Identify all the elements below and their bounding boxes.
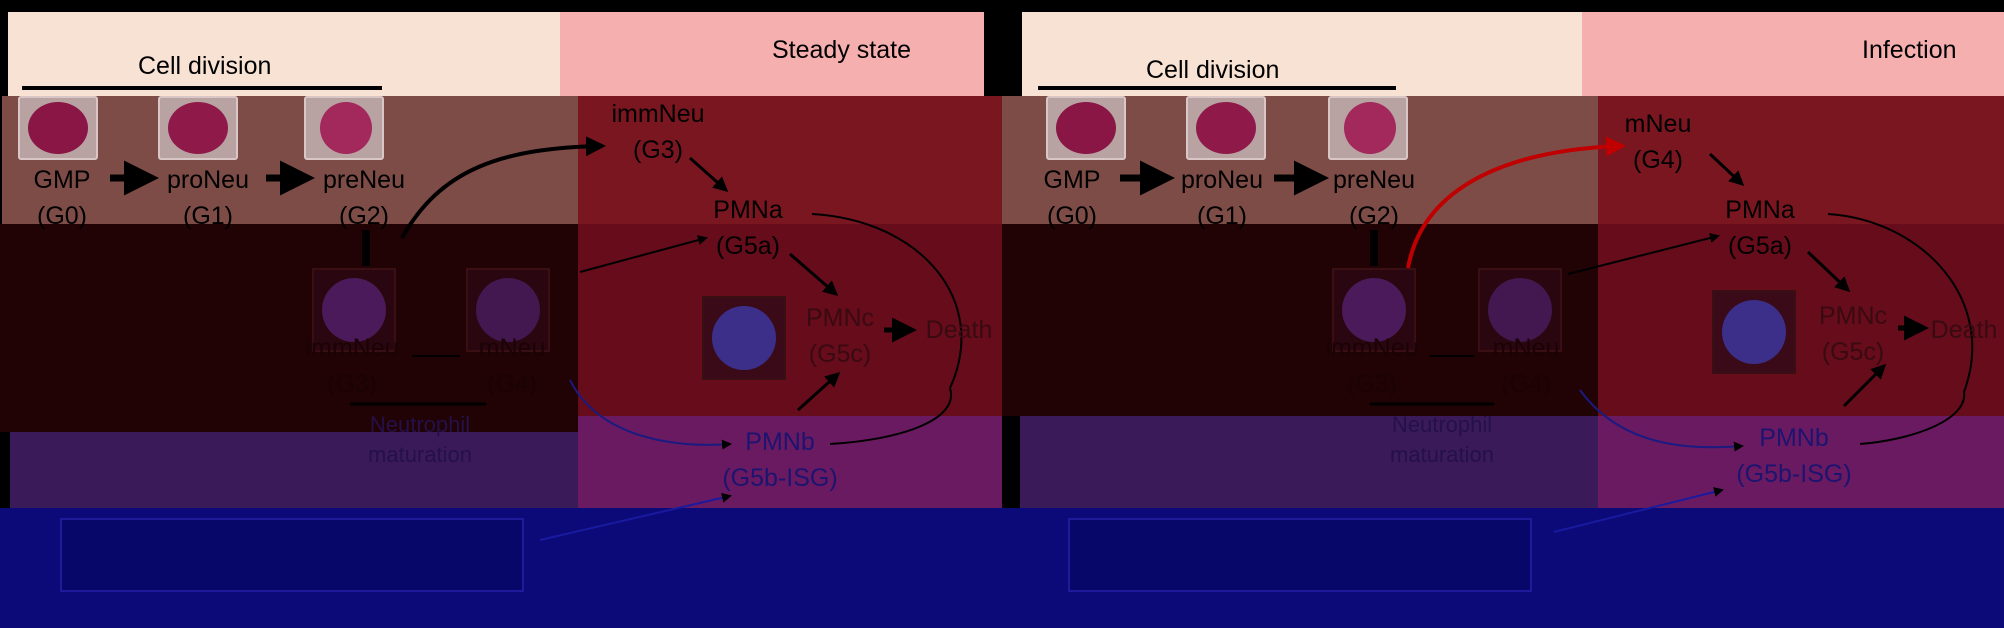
cell-division-label: Cell division bbox=[1146, 56, 1280, 84]
bottom-blue-box bbox=[1068, 518, 1532, 592]
state-band bbox=[1582, 12, 2004, 98]
lower-purple-band bbox=[1020, 416, 1598, 508]
immneu-bottom-label: immNeu(G3) bbox=[305, 334, 399, 398]
preneu-label: preNeu(G2) bbox=[323, 166, 405, 230]
upper-red-band bbox=[1598, 96, 2004, 226]
flow-arrows bbox=[110, 136, 963, 541]
mneu-to-pmna-lower-arrow bbox=[1567, 233, 1720, 275]
state-label: Steady state bbox=[772, 36, 911, 64]
cell-division-band bbox=[1022, 12, 1582, 98]
death-label: Death bbox=[925, 316, 993, 344]
proneu-cell-image bbox=[158, 96, 238, 160]
proneu-label: proNeu(G1) bbox=[167, 166, 249, 230]
preneu-label: preNeu(G2) bbox=[1333, 166, 1415, 230]
mneu-to-pmna-arrow bbox=[1708, 152, 1745, 187]
pmna-to-pmnc-arrow bbox=[1806, 250, 1851, 293]
immneu-to-pmna-arrow bbox=[689, 156, 729, 192]
preneu-cell-image bbox=[1328, 96, 1408, 160]
gmp-cell-image bbox=[18, 96, 98, 160]
gmp-label: GMP(G0) bbox=[1043, 166, 1101, 230]
pmnb-label: PMNb(G5b-ISG) bbox=[722, 428, 838, 492]
pmnb-to-pmnc-arrow bbox=[1842, 363, 1887, 408]
flow-arrows bbox=[1120, 136, 1974, 533]
gmp-label: GMP(G0) bbox=[33, 166, 91, 230]
preneu-to-mneu-arrow bbox=[1406, 136, 1626, 269]
pmnb-to-death-curve bbox=[829, 387, 953, 445]
cell-division-band bbox=[8, 12, 560, 98]
mneu-to-pmnb-arrow bbox=[1579, 389, 1744, 452]
cell-division-line bbox=[22, 86, 382, 90]
cell-division-label: Cell division bbox=[138, 52, 272, 80]
proneu-label: proNeu(G1) bbox=[1181, 166, 1263, 230]
pmna-to-pmnc-arrow bbox=[789, 252, 839, 296]
pmna-label: PMNa(G5a) bbox=[1725, 196, 1795, 260]
pmna-to-death-curve bbox=[1827, 213, 1974, 393]
mneu-bottom-label: mNeu(G4) bbox=[478, 334, 546, 398]
preneu-cell-image bbox=[304, 96, 384, 160]
death-label: Death bbox=[1930, 316, 1998, 344]
immneu-cell-image bbox=[312, 268, 396, 352]
pmnb-to-pmnc-arrow bbox=[796, 371, 841, 412]
pmna-to-death-curve bbox=[811, 213, 963, 389]
lower-magenta-band bbox=[578, 416, 1002, 508]
immneu-cell-image bbox=[1332, 268, 1416, 352]
lower-purple-band bbox=[10, 432, 578, 508]
middle-red-band bbox=[578, 224, 1002, 416]
infection-panel: Cell division Infection bbox=[1002, 0, 2004, 628]
pmnb-to-death-curve bbox=[1859, 391, 1966, 445]
bottom-blue-arrow bbox=[539, 492, 732, 541]
mneu-to-pmnb-arrow bbox=[569, 379, 732, 450]
mneu-to-pmna-arrow bbox=[579, 235, 708, 273]
pmnc-label: PMNc(G5c) bbox=[1818, 302, 1888, 366]
cell-division-line bbox=[1038, 86, 1396, 90]
preneu-to-immneu-arrow bbox=[400, 136, 606, 239]
steady-state-panel: Cell division Steady state immNeu(G bbox=[0, 12, 1002, 628]
pmnc-cell-image bbox=[1712, 290, 1796, 374]
mneu-top-label: mNeu(G4) bbox=[1624, 110, 1692, 174]
mneu-bottom-label: mNeu(G4) bbox=[1492, 334, 1560, 398]
state-band bbox=[560, 12, 984, 98]
gmp-cell-image bbox=[1046, 96, 1126, 160]
immneu-bottom-label: immNeu(G3) bbox=[1325, 334, 1419, 398]
lower-magenta-band bbox=[1598, 416, 2004, 508]
pmna-label: PMNa(G5a) bbox=[713, 196, 783, 260]
pmnc-label: PMNc(G5c) bbox=[805, 304, 875, 368]
immneu-top-label: immNeu(G3) bbox=[611, 100, 705, 164]
mneu-cell-image bbox=[466, 268, 550, 352]
proneu-cell-image bbox=[1186, 96, 1266, 160]
pmnc-cell-image bbox=[702, 296, 786, 380]
middle-red-band bbox=[1598, 224, 2004, 416]
mneu-cell-image bbox=[1478, 268, 1562, 352]
state-label: Infection bbox=[1862, 36, 1957, 64]
bottom-blue-box bbox=[60, 518, 524, 592]
pmnb-label: PMNb(G5b-ISG) bbox=[1736, 424, 1852, 488]
bottom-blue-arrow bbox=[1553, 487, 1724, 533]
upper-red-band bbox=[578, 96, 1002, 226]
